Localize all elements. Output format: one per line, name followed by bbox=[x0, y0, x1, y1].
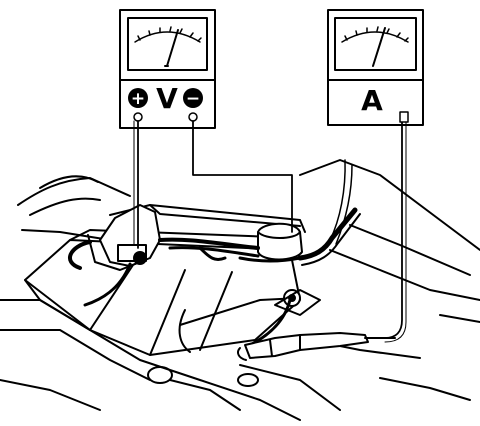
test-leads bbox=[133, 111, 409, 343]
analog-ammeter-icon bbox=[327, 9, 424, 126]
ammeter-unit-label: A bbox=[361, 84, 383, 117]
positive-terminal-sign: + bbox=[131, 89, 145, 109]
positive-terminal-icon bbox=[128, 88, 148, 108]
negative-terminal-sign: − bbox=[186, 89, 200, 109]
battery-cables bbox=[83, 207, 361, 353]
analog-voltmeter-icon bbox=[119, 9, 216, 129]
engine-bay-outline bbox=[0, 159, 480, 421]
voltmeter-unit-label: V bbox=[156, 82, 178, 115]
positive-terminal-clamp bbox=[68, 204, 161, 271]
negative-terminal-clamp bbox=[257, 222, 321, 316]
negative-terminal-icon bbox=[183, 88, 203, 108]
